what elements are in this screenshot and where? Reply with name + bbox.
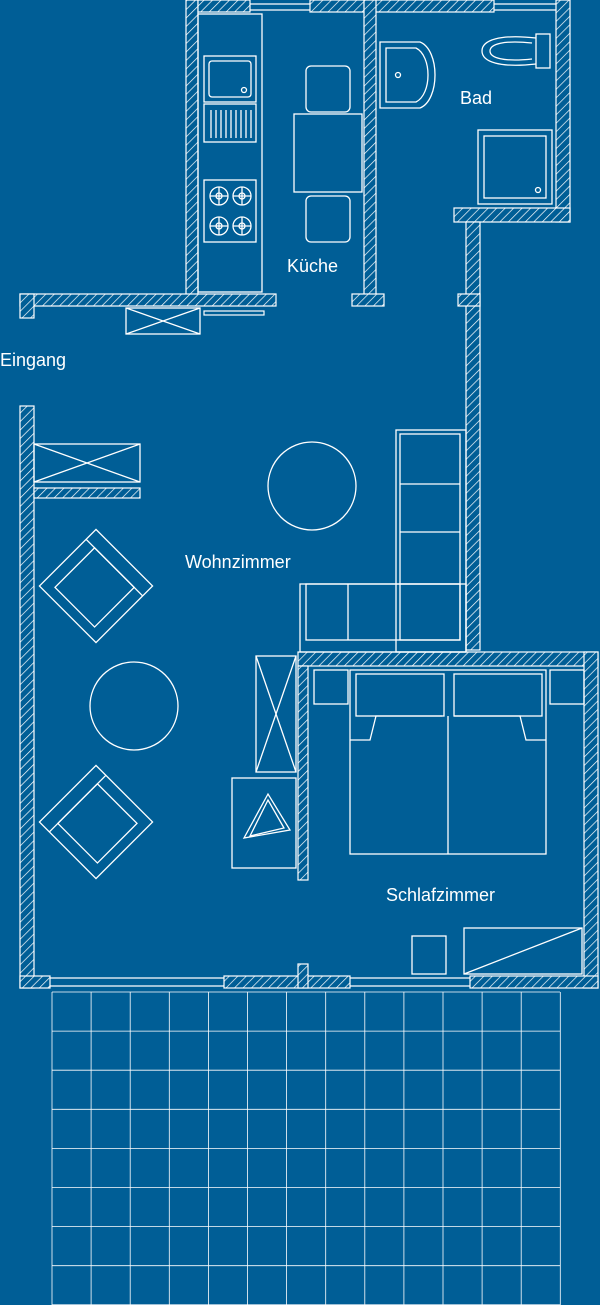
round-table-living: [89, 661, 179, 751]
armchair-top: [38, 528, 154, 644]
kitchen-chair-bottom: [305, 195, 351, 243]
wall-bottom-post: [297, 963, 309, 989]
stove-icon: [203, 179, 257, 243]
kitchen-table: [293, 113, 363, 193]
room-label-bath: Bad: [460, 88, 492, 108]
walls: [19, 0, 599, 989]
room-label-living: Wohnzimmer: [185, 552, 291, 572]
terrace-tiles: [51, 991, 561, 1305]
entrance-door-leaf: [203, 310, 265, 316]
wall-bottom-3: [469, 975, 599, 989]
nightstand-right: [549, 669, 585, 705]
nightstand-left: [313, 669, 349, 705]
kitchen-chair-top: [305, 65, 351, 113]
cabinet-icon: [125, 307, 201, 335]
wall-entrance-left-stub: [19, 293, 35, 319]
desk-with-chair: [231, 777, 297, 869]
washbasin-icon: [379, 41, 436, 109]
openings: [50, 3, 556, 987]
round-table-top: [267, 441, 357, 531]
room-label-bedroom: Schlafzimmer: [386, 885, 495, 905]
kitchen-counter: [197, 13, 263, 293]
wall-top-1: [197, 0, 251, 13]
wall-entrance-top: [19, 293, 277, 307]
wall-kitchen-bath: [363, 0, 377, 297]
wall-bedroom-left: [297, 665, 309, 881]
wall-bedroom-top: [297, 651, 599, 667]
living-shelf: [255, 655, 297, 773]
corner-sofa: [299, 429, 467, 653]
wall-top-3: [373, 0, 495, 13]
wall-bath-stub: [457, 293, 481, 307]
wall-bath-right: [555, 0, 571, 223]
wall-bedroom-right: [583, 651, 599, 989]
wall-right-corridor: [465, 221, 481, 651]
wall-kitchen-stub: [351, 293, 385, 307]
wardrobe-icon: [33, 443, 141, 483]
bedroom-wardrobe: [463, 927, 583, 975]
wall-bottom-2: [223, 975, 351, 989]
double-bed: [349, 669, 547, 855]
toilet-icon: [481, 33, 551, 69]
room-label-entrance: Eingang: [0, 350, 66, 370]
wall-bath-bottom: [453, 207, 571, 223]
wall-wardrobe-bottom: [33, 487, 141, 499]
furniture: [33, 13, 585, 975]
room-label-kitchen: Küche: [287, 256, 338, 276]
wall-bottom-1: [19, 975, 51, 989]
sink-icon: [203, 55, 257, 143]
armchair-bottom: [38, 764, 154, 880]
wall-living-left: [19, 405, 35, 989]
shower-icon: [477, 129, 553, 205]
bedroom-stool: [411, 935, 447, 975]
wall-kitchen-left: [185, 0, 199, 297]
